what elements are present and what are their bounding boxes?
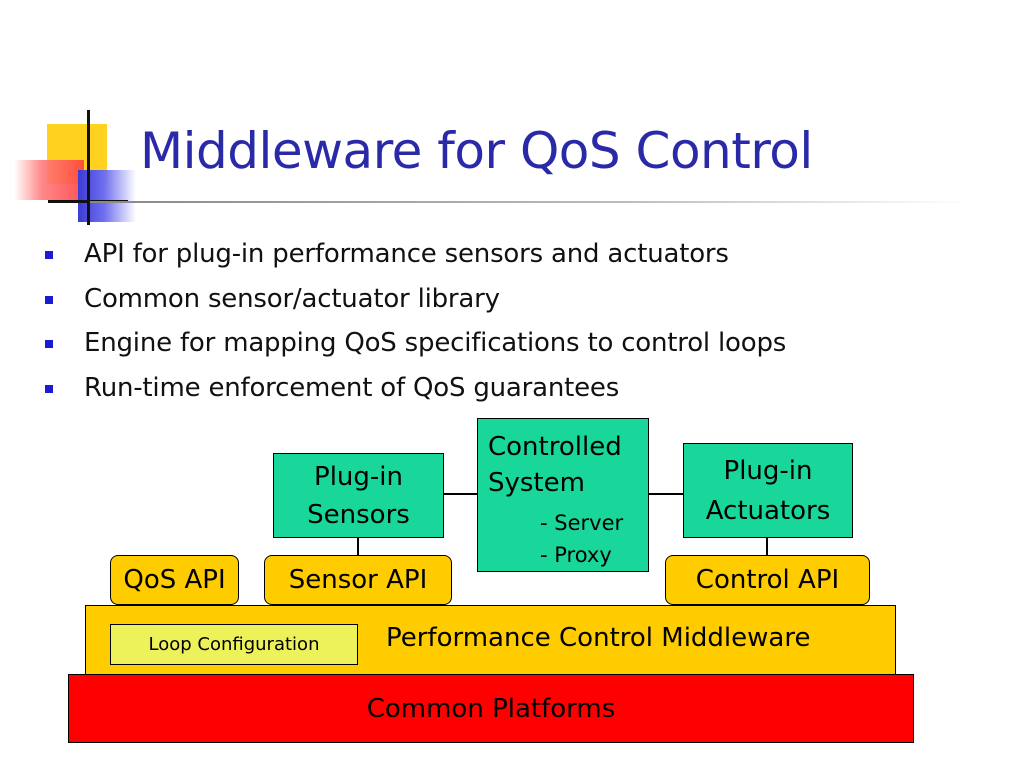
bullet-square-icon [45,295,53,304]
loop-configuration-box: Loop Configuration [110,624,358,665]
bullet-text: Run-time enforcement of QoS guarantees [84,372,620,403]
title-rule [90,201,970,203]
sensor-api-box: Sensor API [264,555,452,605]
qos-api-box: QoS API [110,555,239,605]
controlled-system-item-proxy: - Proxy [540,543,612,567]
bullet-text: Common sensor/actuator library [84,283,500,314]
control-api-box: Control API [665,555,870,605]
plugin-actuators-line2: Actuators [705,495,831,526]
bullet-item: Run-time enforcement of QoS guarantees [44,370,786,415]
bullet-text: Engine for mapping QoS specifications to… [84,328,787,358]
controlled-system-title-line2: System [488,468,585,498]
bullet-square-icon [45,384,53,393]
plugin-actuators-box: Plug-in Actuators [683,443,853,538]
plugin-actuators-line1: Plug-in [723,455,813,486]
connector-system-actuators [649,493,683,495]
controlled-system-title: Controlled System [488,427,622,503]
controlled-system-title-line1: Controlled [488,432,622,462]
bullet-list: API for plug-in performance sensors and … [44,236,786,414]
connector-sensors-api [357,538,359,555]
plugin-sensors-line2: Sensors [307,499,410,530]
page-title: Middleware for QoS Control [140,122,813,180]
logo-horizontal-line [48,200,128,203]
controlled-system-box: Controlled System - Server - Proxy [477,418,649,572]
bullet-square-icon [45,340,53,348]
bullet-item: Engine for mapping QoS specifications to… [44,325,786,370]
connector-sensors-system [444,493,477,495]
plugin-sensors-box: Plug-in Sensors [273,453,444,538]
bullet-text: API for plug-in performance sensors and … [84,239,729,269]
logo-vertical-line [87,110,90,225]
bullet-item: API for plug-in performance sensors and … [44,236,786,281]
controlled-system-item-server: - Server [540,511,624,535]
bullet-item: Common sensor/actuator library [44,281,786,326]
bullet-square-icon [45,251,53,259]
common-platforms-box: Common Platforms [68,674,914,743]
plugin-sensors-line1: Plug-in [314,461,403,492]
logo-red-block [14,160,84,200]
middleware-box: Performance Control Middleware [85,605,896,675]
controlled-system-items: - Server - Proxy [540,507,623,571]
middleware-label: Performance Control Middleware [386,623,811,653]
connector-actuators-api [766,538,768,555]
